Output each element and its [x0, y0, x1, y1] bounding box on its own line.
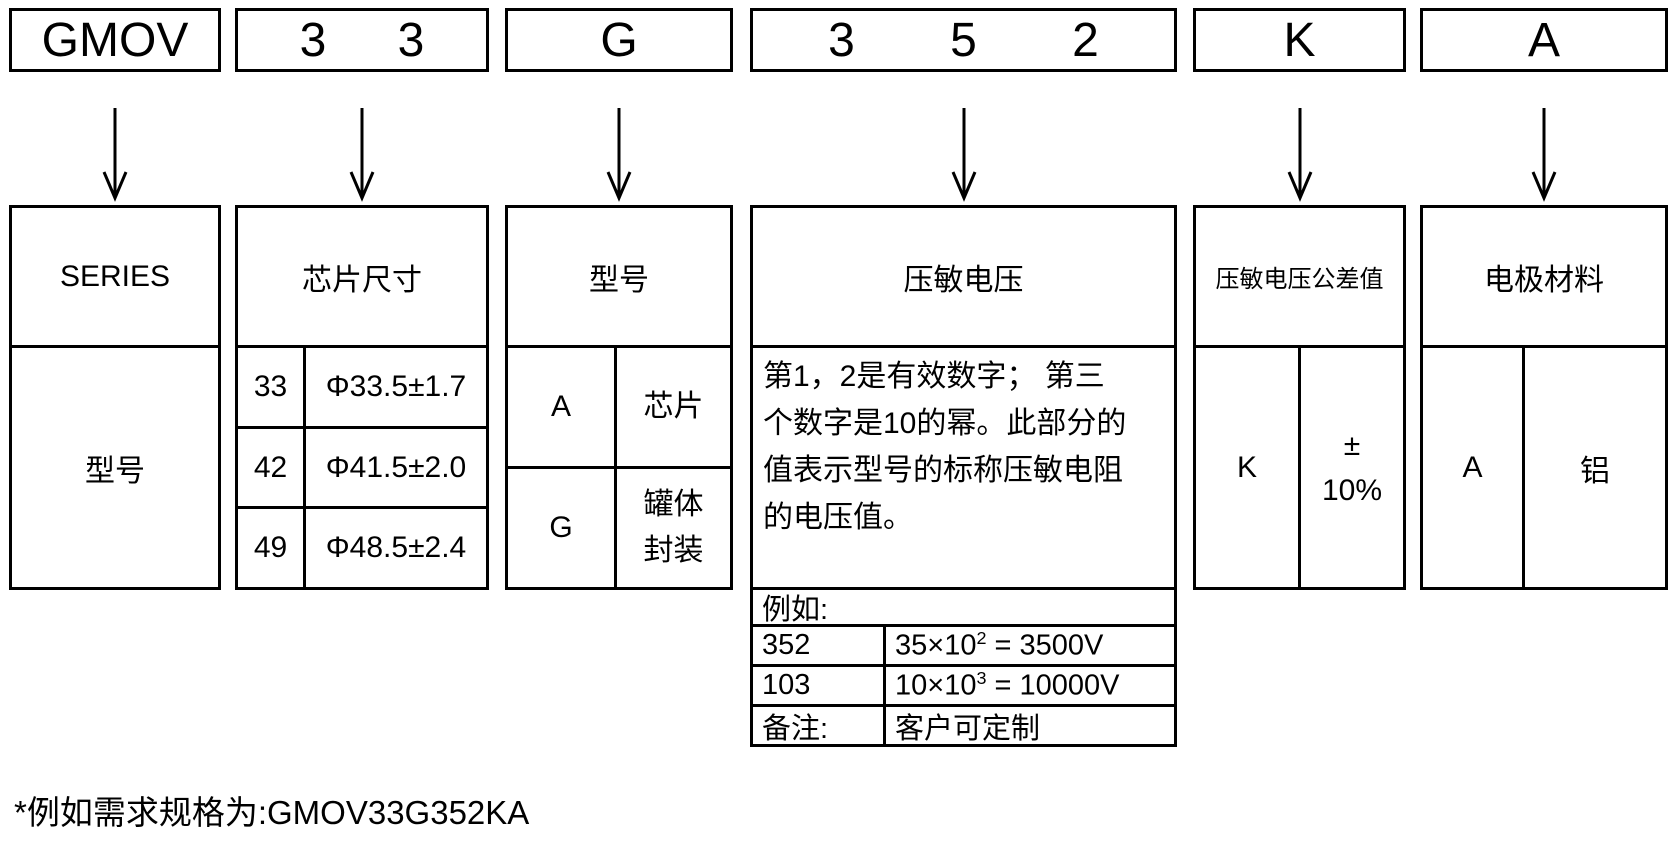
table-row: 103 10×103 = 10000V: [753, 664, 1174, 704]
table-cell-value: Φ41.5±2.0: [325, 450, 467, 484]
code-box-voltage: 3 5 2: [750, 8, 1177, 72]
disc-size-header: 芯片尺寸: [238, 208, 486, 348]
table-row: 49 Φ48.5±2.4: [238, 506, 486, 588]
series-body: 型号: [85, 454, 145, 488]
code-box-electrode-label: A: [1527, 13, 1560, 67]
package-type-table: 型号 A 芯片 G 罐体封装: [505, 205, 733, 590]
electrode-header: 电极材料: [1423, 208, 1665, 348]
code-box-package-type-label: G: [600, 13, 638, 67]
down-arrow-icon: [9, 106, 221, 202]
table-cell-code: 352: [753, 627, 886, 664]
table-row: 42 Φ41.5±2.0: [238, 425, 486, 507]
down-arrow-icon: [505, 106, 733, 202]
table-row: A 芯片: [508, 348, 730, 466]
table-row: 33 Φ33.5±1.7: [238, 348, 486, 426]
voltage-formula: 10×103 = 10000V: [895, 668, 1120, 702]
down-arrow-icon: [1420, 106, 1668, 202]
table-row: A 铝: [1423, 348, 1665, 587]
table-row: G 罐体封装: [508, 466, 730, 587]
disc-size-table: 芯片尺寸 33 Φ33.5±1.7 42 Φ41.5±2.0 49 Φ48.5±…: [235, 205, 489, 590]
table-cell-code: 33: [238, 348, 306, 426]
down-arrow-icon: [1193, 106, 1406, 202]
tolerance-header: 压敏电压公差值: [1196, 208, 1403, 348]
code-box-tolerance: K: [1193, 8, 1406, 72]
code-box-voltage-label: 3 5 2: [828, 13, 1099, 67]
table-row: 352 35×102 = 3500V: [753, 624, 1174, 664]
voltage-formula: 35×102 = 3500V: [895, 628, 1104, 662]
package-type-header: 型号: [508, 208, 730, 348]
series-box: SERIES 型号: [9, 205, 221, 590]
code-box-electrode: A: [1420, 8, 1668, 72]
code-box-disc-size: 3 3: [235, 8, 489, 72]
down-arrow-icon: [750, 106, 1177, 202]
code-box-series-label: GMOV: [41, 13, 189, 67]
table-cell-code: A: [508, 348, 617, 466]
table-cell-code: G: [508, 469, 617, 587]
table-cell-code: K: [1196, 348, 1301, 587]
table-cell-value: ± 10%: [1321, 428, 1383, 507]
example-caption: 例如:: [762, 594, 829, 626]
voltage-description: 第1，2是有效数字； 第三 个数字是10的幂。此部分的 值表示型号的标称压敏电阻…: [763, 360, 1127, 534]
voltage-box: 压敏电压 第1，2是有效数字； 第三 个数字是10的幂。此部分的 值表示型号的标…: [750, 205, 1177, 590]
table-cell-code: A: [1423, 348, 1525, 587]
table-row: K ± 10%: [1196, 348, 1403, 587]
table-cell-code: 42: [238, 428, 306, 507]
table-cell-value: 芯片: [643, 389, 704, 423]
table-cell-value: Φ48.5±2.4: [325, 531, 467, 565]
code-box-disc-size-label: 3 3: [299, 13, 425, 67]
code-box-package-type: G: [505, 8, 733, 72]
code-box-series: GMOV: [9, 8, 221, 72]
table-cell-code: 49: [238, 509, 306, 588]
table-row: 备注: 客户可定制: [753, 704, 1174, 745]
voltage-example-table: 例如: 352 35×102 = 3500V 103 10×103 = 1000…: [750, 587, 1177, 747]
electrode-table: 电极材料 A 铝: [1420, 205, 1668, 590]
table-cell-code: 103: [753, 667, 886, 704]
series-header: SERIES: [12, 208, 218, 348]
voltage-header: 压敏电压: [753, 208, 1174, 348]
tolerance-table: 压敏电压公差值 K ± 10%: [1193, 205, 1406, 590]
table-cell-code: 备注:: [753, 707, 886, 745]
table-cell-value: 罐体封装: [643, 487, 704, 568]
table-cell-value: 10×103 = 10000V: [886, 667, 1174, 704]
table-cell-value: 铝: [1580, 454, 1610, 488]
table-cell-value: 35×102 = 3500V: [886, 627, 1174, 664]
code-box-tolerance-label: K: [1283, 13, 1316, 67]
table-cell-value: Φ33.5±1.7: [325, 369, 467, 403]
remark-text: 客户可定制: [895, 712, 1041, 745]
example-footnote: *例如需求规格为:GMOV33G352KA: [14, 794, 530, 831]
down-arrow-icon: [235, 106, 489, 202]
table-cell-value: 客户可定制: [886, 707, 1174, 745]
